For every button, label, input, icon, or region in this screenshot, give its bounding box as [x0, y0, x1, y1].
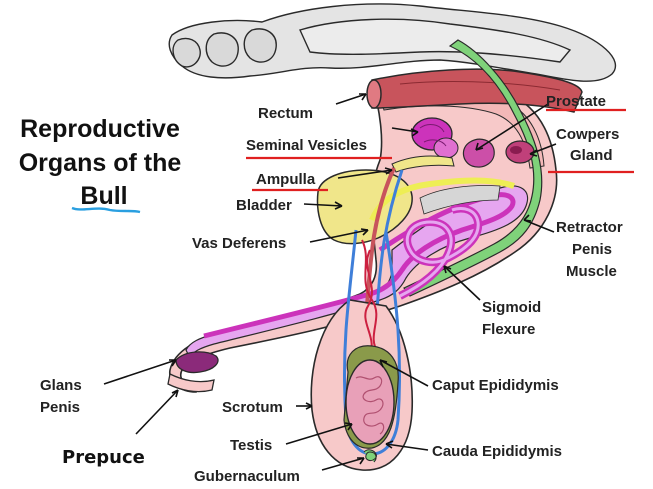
label-cowpers-line-1: Cowpers [556, 126, 619, 143]
glans-penis [175, 351, 219, 374]
label-ampulla: Ampulla [256, 171, 316, 188]
arrow-caput [379, 359, 429, 387]
prostate [462, 138, 495, 168]
label-retractor-line-3: Muscle [566, 263, 617, 280]
testis-tubules [355, 376, 385, 435]
arrow-gubernaculum [321, 457, 365, 471]
gubernaculum [363, 449, 377, 463]
label-prostate: Prostate [546, 93, 606, 110]
label-cauda-epididymis: Cauda Epididymis [432, 443, 562, 460]
ilium-bone [299, 18, 572, 63]
arrow-bladder [303, 203, 343, 207]
arrow-sigmoid [443, 265, 481, 301]
arrow-prepuce [135, 389, 179, 435]
arrow-glans [103, 359, 177, 385]
label-arrows [103, 93, 557, 471]
label-bladder: Bladder [236, 197, 292, 214]
label-glans-line-2: Penis [40, 399, 80, 416]
vertebra-2 [205, 32, 239, 67]
arrow-vas [309, 229, 369, 243]
title-line-3: Bull [80, 182, 127, 210]
label-glans-line-1: Glans [40, 377, 82, 394]
arrow-testis [285, 423, 353, 445]
label-prepuce: Prepuce [62, 447, 145, 468]
arrow-seminal [391, 127, 419, 133]
pelvic-bones [168, 3, 617, 82]
arrow-rectum [335, 93, 367, 105]
label-vas-deferens: Vas Deferens [192, 235, 286, 252]
rectum [366, 68, 583, 113]
retractor-penis-muscle [403, 39, 543, 297]
label-scrotum: Scrotum [222, 399, 283, 416]
vertebra-3 [243, 28, 277, 63]
sigmoid-flexure [398, 204, 483, 300]
rectum-opening [366, 79, 382, 109]
pampiniform-plexus [361, 239, 379, 357]
label-seminal-vesicles: Seminal Vesicles [246, 137, 367, 154]
annotation-underlines [246, 108, 634, 192]
label-retractor-line-1: Retractor [556, 219, 623, 236]
arrow-retractor [523, 219, 555, 233]
arrow-ampulla [337, 169, 393, 179]
label-retractor-line-2: Penis [572, 241, 612, 258]
title-line-2: Organs of the [19, 149, 182, 177]
title-line-1: Reproductive [20, 115, 180, 143]
underline-bull [71, 206, 141, 214]
ampulla [391, 155, 455, 173]
cowpers-gland [505, 140, 535, 164]
label-cowpers-line-2: Gland [570, 147, 613, 164]
prepuce [167, 373, 215, 393]
label-sigmoid-line-1: Sigmoid [482, 299, 541, 316]
arrow-prostate [475, 103, 549, 151]
vertebra-1 [172, 37, 201, 68]
label-sigmoid-line-2: Flexure [482, 321, 535, 338]
label-testis: Testis [230, 437, 272, 454]
label-gubernaculum: Gubernaculum [194, 468, 300, 485]
seminal-vesicles [411, 117, 459, 159]
rectum-tube [371, 68, 583, 113]
bulbourethral-area [419, 185, 501, 215]
arrow-cauda [385, 443, 429, 451]
title: Reproductive Organs of the Bull [19, 115, 182, 210]
labels: Rectum Seminal Vesicles Ampulla Bladder … [40, 93, 623, 485]
label-caput-epididymis: Caput Epididymis [432, 377, 559, 394]
label-rectum: Rectum [258, 105, 313, 122]
